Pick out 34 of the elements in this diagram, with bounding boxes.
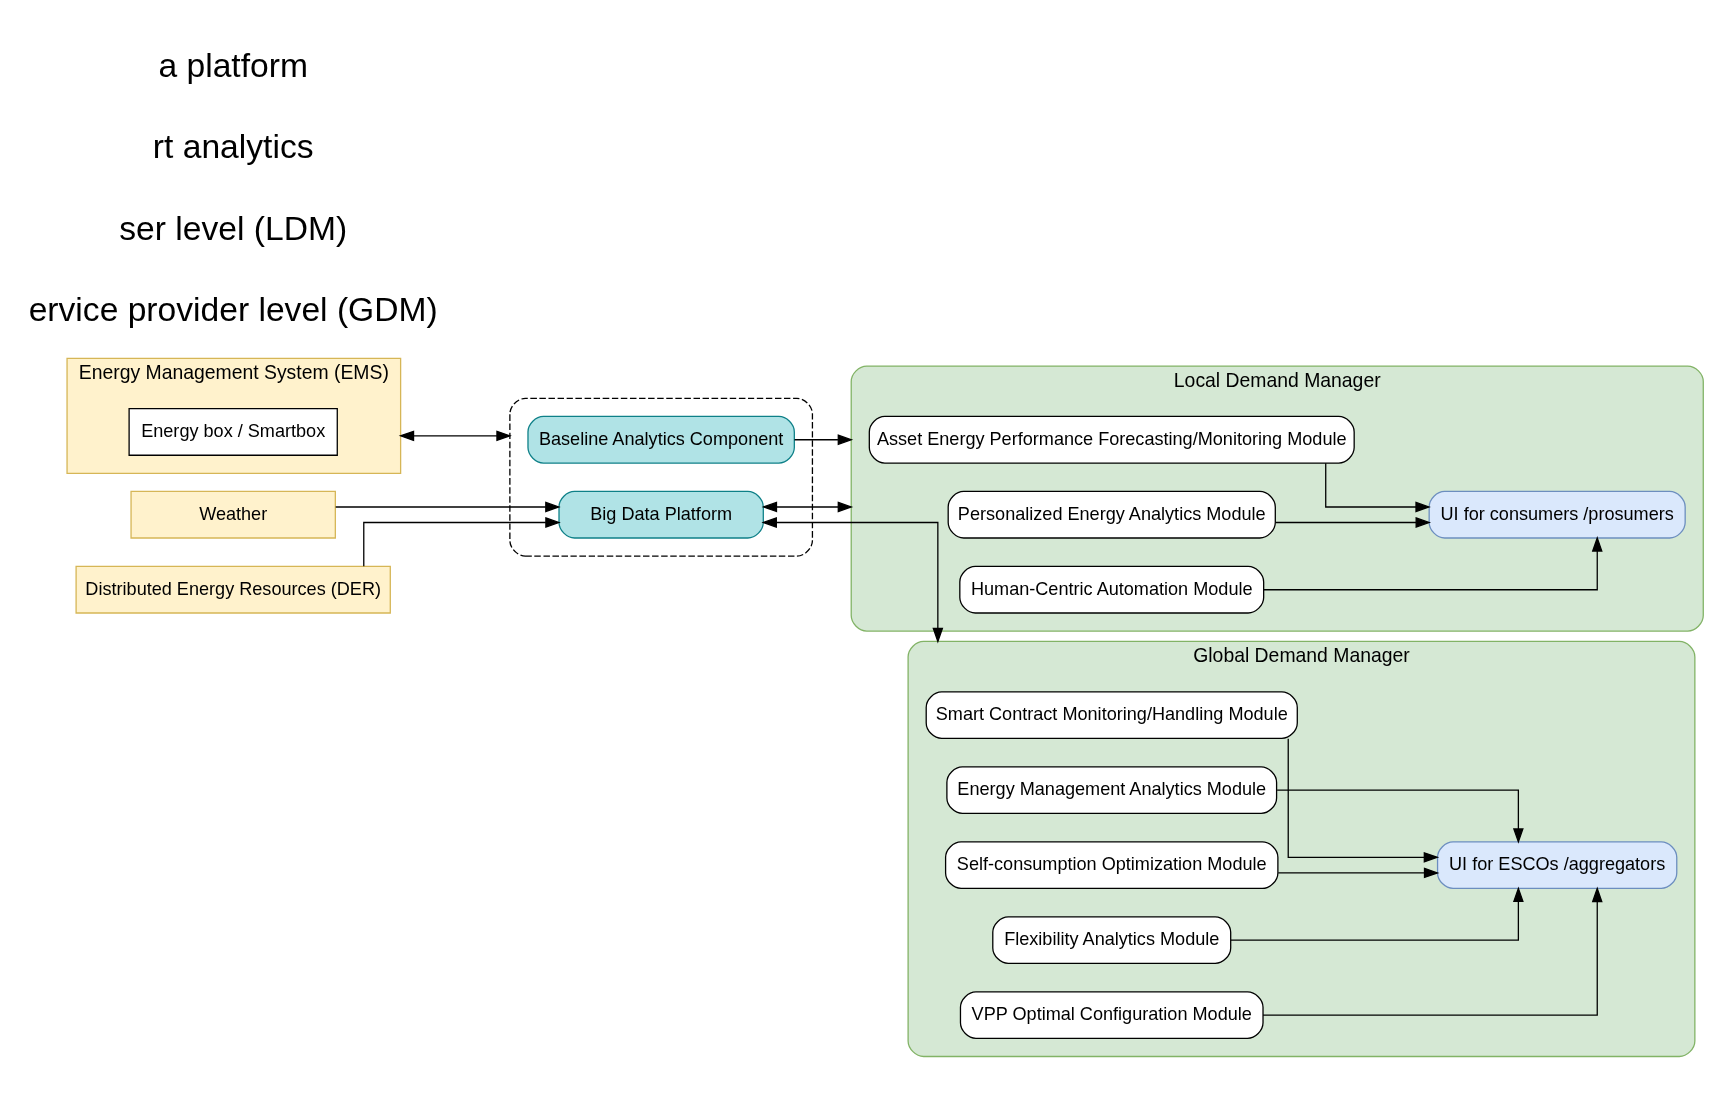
- node-box: Human-Centric Automation Module: [959, 565, 1265, 614]
- arrow: [363, 516, 561, 567]
- node-box: Smart Contract Monitoring/Handling Module: [925, 690, 1298, 739]
- label: rt analytics: [152, 127, 314, 165]
- node-box: Distributed Energy Resources (DER): [75, 565, 391, 614]
- node-box: UI for ESCOs /aggregators: [1436, 840, 1678, 889]
- arrow: [1275, 516, 1432, 528]
- arrow: [1262, 886, 1603, 1016]
- cluster: [509, 397, 814, 557]
- node-box: Self-consumption Optimization Module: [944, 840, 1279, 889]
- label: a platform: [158, 46, 308, 84]
- arrow: [1263, 535, 1603, 590]
- node-box: Personalized Energy Analytics Module: [947, 490, 1276, 539]
- node-box: Energy Management Analytics Module: [946, 765, 1278, 814]
- label: ervice provider level (GDM): [28, 290, 438, 328]
- node-box: UI for consumers /prosumers: [1428, 490, 1686, 539]
- arrow: [761, 501, 854, 512]
- node-box: Big Data Platform: [558, 490, 764, 539]
- node-box: Flexibility Analytics Module: [992, 915, 1232, 964]
- node-box: Energy box / Smartbox: [128, 407, 338, 456]
- arrow: [1276, 789, 1524, 844]
- node-box: Baseline Analytics Component: [527, 415, 795, 464]
- arrow: [761, 516, 944, 643]
- arrow: [335, 501, 561, 512]
- arrow: [1287, 737, 1440, 863]
- arrow: [1230, 886, 1524, 941]
- label: ser level (LDM): [119, 209, 348, 247]
- arrow: [398, 429, 512, 441]
- arrow: [1277, 866, 1440, 878]
- node-box: Weather: [130, 490, 336, 539]
- arrow: [1325, 462, 1431, 512]
- node-box: Asset Energy Performance Forecasting/Monitoring Module: [868, 415, 1355, 464]
- node-box: VPP Optimal Configuration Module: [959, 990, 1264, 1039]
- arrow: [793, 433, 854, 445]
